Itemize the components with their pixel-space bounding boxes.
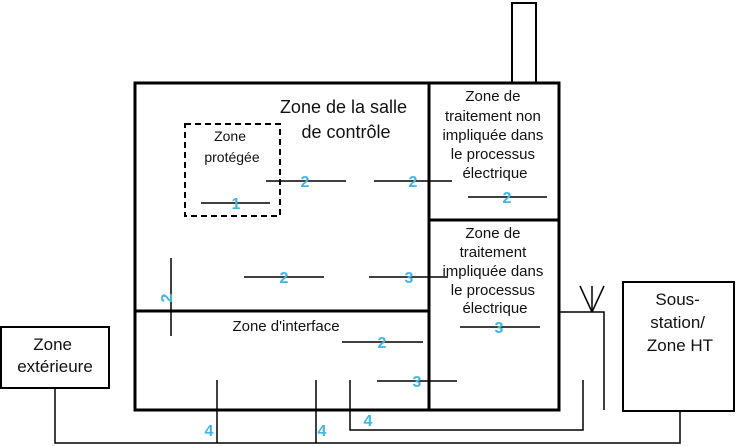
level-number: 4 [364,413,373,430]
level-number: 2 [159,293,176,302]
substation-label: Sous- station/ Zone HT [647,290,713,355]
level-number: 4 [205,423,214,440]
level-number: 2 [378,335,387,352]
level-number: 3 [405,270,414,287]
building-outline [133,81,561,412]
involved-zone-label: Zone de traitement impliquée dans le pro… [442,225,547,317]
protected-zone-label: Zone protégée [204,128,259,165]
control-room-label: Zone de la salle de contrôle [280,97,412,142]
wire-antenna-mast [560,311,605,410]
level-number: 3 [495,320,504,337]
non-involved-zone-label: Zone de traitement non impliquée dans le… [442,88,547,182]
level-number: 1 [232,196,241,213]
interface-zone-label: Zone d'interface [232,318,339,335]
level-number: 2 [301,174,310,191]
protected-zone-outline [184,123,281,217]
external-zone-label: Zone extérieure [17,335,93,376]
level-number: 2 [503,190,512,207]
level-number: 3 [413,374,422,391]
wire-interface-to-antenna [349,380,584,431]
level-number: 4 [318,423,327,440]
level-number: 2 [409,174,418,191]
antenna-icon [579,285,605,313]
wire-external-to-substation [54,388,681,444]
substation-box [622,281,735,412]
level-number: 2 [280,270,289,287]
chimney [511,2,537,84]
